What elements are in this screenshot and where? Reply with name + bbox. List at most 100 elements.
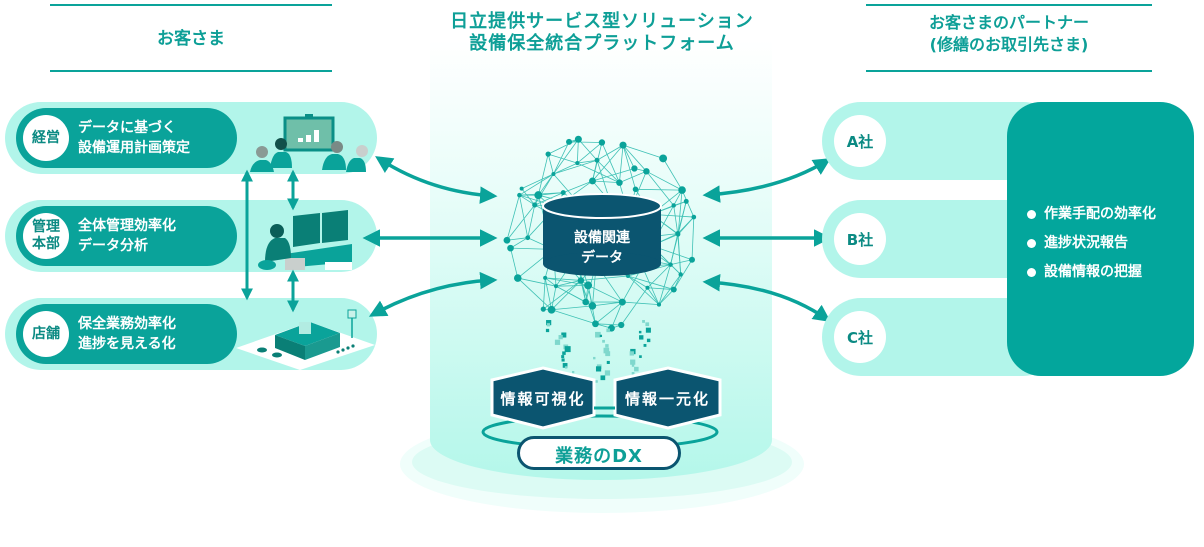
internal-connectors	[241, 169, 299, 313]
dx-label: 業務のDX	[555, 446, 643, 467]
network-link	[534, 173, 554, 206]
dx-badge: 業務のDX	[517, 436, 681, 470]
network-link	[544, 277, 557, 287]
customer-pill: 店舗 保全業務効率化 進捗を見える化	[16, 304, 237, 364]
customer-description: 全体管理効率化 データ分析	[78, 216, 176, 256]
network-link	[517, 277, 557, 287]
network-link	[592, 144, 624, 182]
data-particle	[564, 366, 568, 369]
benefit-item: 作業手配の効率化	[1027, 200, 1156, 229]
network-node	[545, 151, 551, 157]
bullet-icon	[1027, 210, 1036, 219]
network-node	[525, 235, 531, 241]
data-particle	[593, 356, 596, 360]
data-particle	[561, 358, 565, 362]
network-link	[670, 233, 679, 265]
partner-badge: C社	[834, 311, 886, 363]
customer-badge: 管理本部	[23, 213, 69, 259]
network-link	[677, 233, 682, 275]
network-node	[618, 298, 626, 306]
network-link	[506, 195, 520, 241]
network-node	[625, 273, 630, 278]
data-particle	[602, 339, 605, 343]
data-particle	[561, 355, 565, 359]
network-link	[537, 154, 549, 196]
right-header-line2: (修繕のお取引先さま)	[929, 35, 1089, 54]
network-node	[582, 298, 589, 306]
network-node	[678, 272, 683, 277]
network-link	[547, 154, 554, 175]
network-link	[580, 275, 629, 281]
data-particle	[645, 322, 650, 327]
network-link	[677, 216, 695, 234]
network-link	[622, 301, 659, 306]
database-label: 設備関連 データ	[540, 228, 664, 268]
platform-title-line1: 日立提供サービス型ソリューション	[450, 11, 754, 32]
data-particle	[642, 320, 645, 323]
network-node	[668, 262, 673, 267]
data-particle	[595, 380, 598, 383]
network-node	[517, 192, 522, 198]
network-link	[677, 201, 687, 234]
partner-benefits-box: 作業手配の効率化 進捗状況報告 設備情報の把握	[1007, 102, 1194, 376]
network-node	[577, 277, 585, 284]
badge-line1: 管理	[32, 219, 60, 235]
network-node	[584, 281, 593, 290]
network-link	[647, 287, 674, 290]
network-node	[678, 186, 686, 194]
data-particle	[554, 339, 561, 345]
network-link	[677, 190, 683, 235]
benefit-text: 進捗状況報告	[1044, 235, 1128, 251]
data-particle	[604, 370, 611, 376]
network-node	[560, 190, 566, 196]
data-particle	[634, 366, 639, 372]
network-link	[622, 145, 636, 190]
network-link	[578, 139, 598, 161]
network-link	[542, 277, 546, 310]
network-node	[540, 306, 546, 312]
customer-pill: 管理本部 全体管理効率化 データ分析	[16, 206, 237, 266]
network-link	[620, 287, 648, 326]
right-header-title: お客さまのパートナー (修繕のお取引先さま)	[866, 12, 1152, 56]
platform-title: 日立提供サービス型ソリューション 設備保全統合プラットフォーム	[420, 11, 784, 55]
data-particle	[646, 338, 651, 343]
network-link	[647, 287, 660, 305]
right-header-line1: お客さまのパートナー	[928, 13, 1089, 32]
network-node	[659, 154, 668, 163]
network-link	[553, 139, 579, 175]
network-link	[521, 173, 554, 189]
network-node	[554, 284, 559, 289]
database-label-line2: データ	[581, 250, 623, 266]
network-link	[538, 173, 554, 196]
arrow-management-platform	[375, 156, 498, 204]
benefit-item: 設備情報の把握	[1027, 258, 1156, 287]
network-link	[595, 301, 623, 325]
network-link	[635, 188, 683, 191]
data-particle	[639, 335, 644, 340]
data-particle	[606, 328, 610, 333]
benefit-text: 作業手配の効率化	[1044, 206, 1156, 222]
network-link	[619, 145, 624, 183]
network-link	[627, 275, 660, 305]
network-link	[587, 285, 623, 303]
network-link	[517, 277, 552, 311]
data-particle	[645, 327, 651, 333]
network-link	[670, 264, 681, 275]
description-line1: データに基づく	[78, 120, 176, 136]
right-header-bottom-rule	[866, 70, 1152, 72]
description-line2: 進捗を見える化	[78, 336, 176, 352]
network-link	[641, 266, 660, 305]
data-particle	[546, 320, 552, 326]
network-node	[619, 141, 627, 149]
network-link	[519, 173, 554, 196]
hexagon-unification	[613, 366, 722, 430]
arrow-store-platform	[368, 271, 498, 317]
benefit-text: 設備情報の把握	[1044, 264, 1142, 280]
network-node	[503, 236, 511, 244]
network-link	[506, 237, 528, 241]
data-particles	[545, 320, 651, 383]
network-link	[619, 170, 647, 184]
data-particle	[605, 351, 611, 357]
arrow-platform-partner-a	[702, 158, 831, 203]
network-node	[543, 275, 548, 280]
